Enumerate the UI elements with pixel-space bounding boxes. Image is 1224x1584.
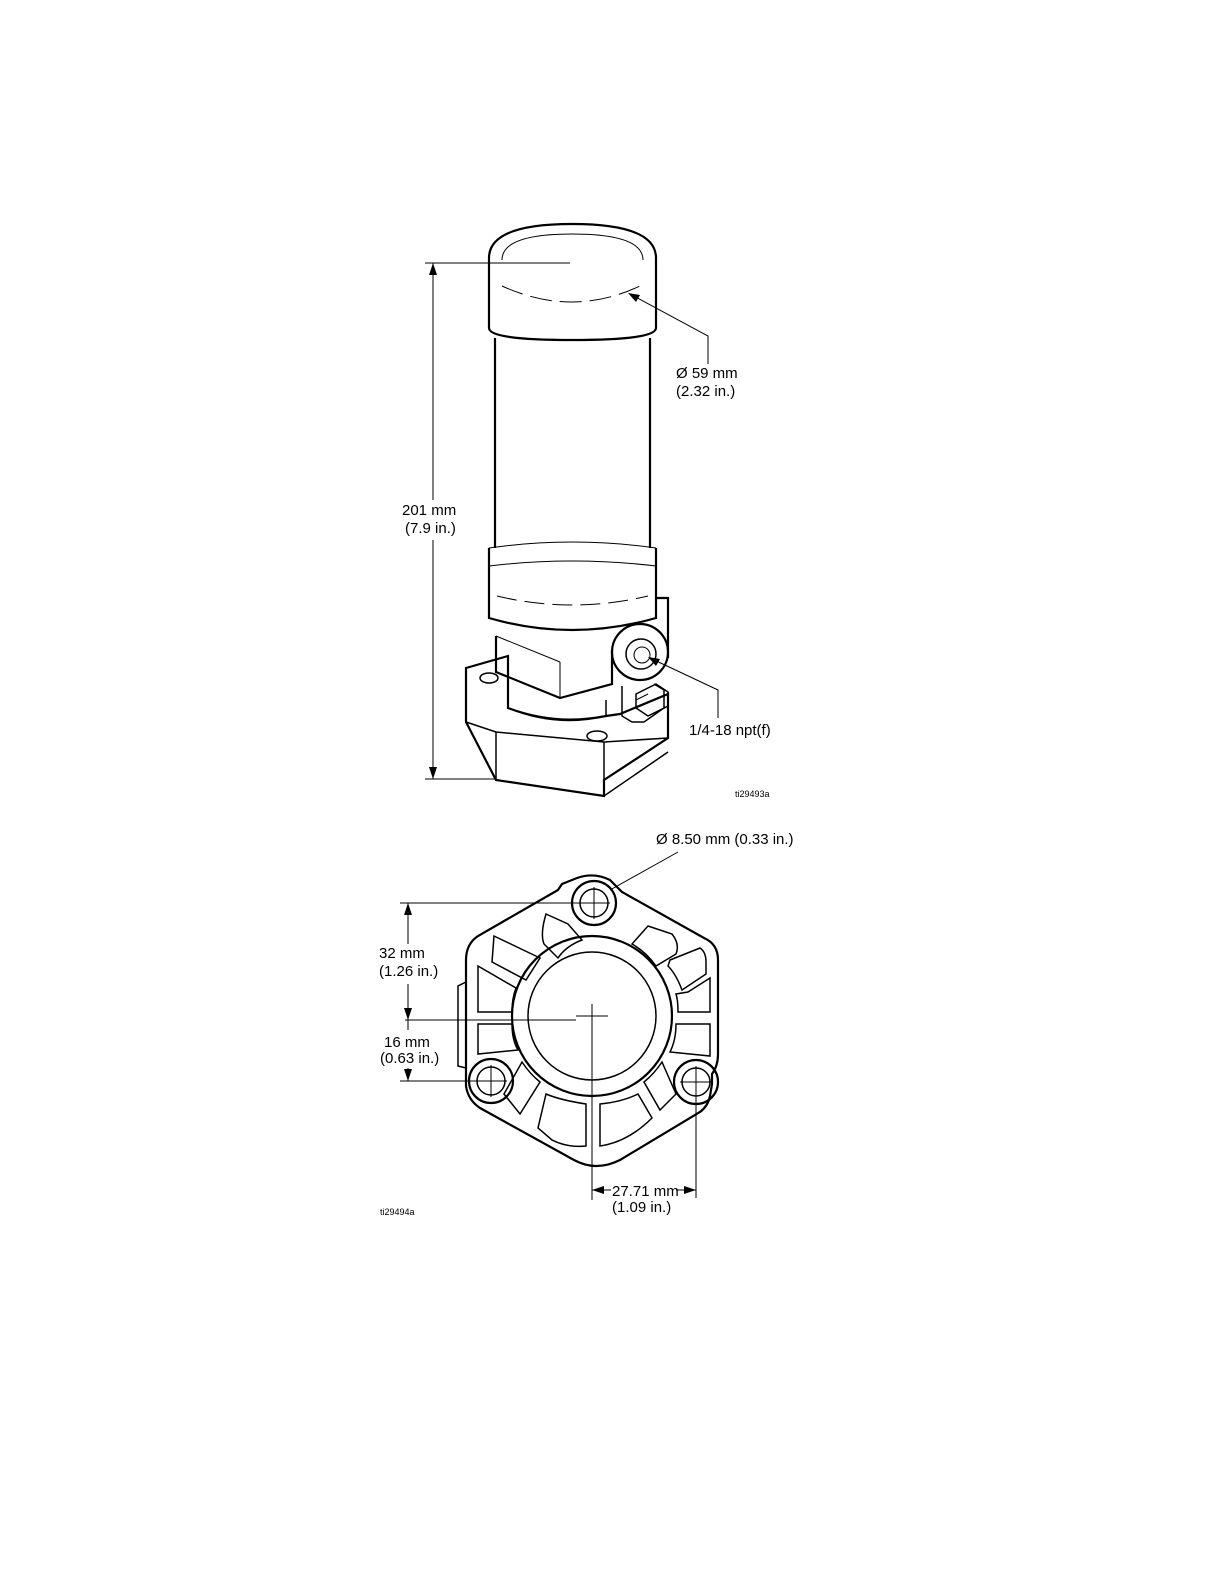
dim-32-mm: 32 mm [379, 945, 425, 962]
collar [489, 542, 656, 630]
height-label-mm: 201 mm [402, 502, 456, 519]
hole-diameter-label: Ø 8.50 mm (0.33 in.) [656, 831, 794, 848]
side-view: 201 mm (7.9 in.) Ø 59 mm (2.32 in.) 1/4-… [402, 224, 771, 799]
cylinder-cap [489, 224, 656, 340]
dim-2771-mm: 27.71 mm [612, 1183, 679, 1200]
figure-id-side: ti29493a [735, 789, 770, 799]
port-boss [612, 598, 668, 680]
mounting-hole-right [674, 1060, 718, 1104]
hole-diameter-leader [610, 852, 678, 890]
dim-32-in: (1.26 in.) [379, 963, 438, 980]
rib-pockets [478, 914, 710, 1146]
diameter-label-in: (2.32 in.) [676, 383, 735, 400]
dim-16-mm: 16 mm [384, 1034, 430, 1051]
figure-id-bottom: ti29494a [380, 1207, 415, 1217]
base-flange [466, 656, 668, 796]
port-label: 1/4-18 npt(f) [689, 722, 771, 739]
diameter-leader [628, 293, 708, 364]
dim-2771-in: (1.09 in.) [612, 1199, 671, 1216]
hex-nut [496, 636, 612, 721]
dim-16-in: (0.63 in.) [380, 1050, 439, 1067]
bottom-view: 32 mm (1.26 in.) 16 mm (0.63 in.) Ø 8.50… [379, 831, 794, 1217]
height-label-in: (7.9 in.) [405, 520, 456, 537]
diameter-label-mm: Ø 59 mm [676, 365, 738, 382]
hex-outline [458, 875, 718, 1166]
cylinder-tube [495, 338, 650, 548]
